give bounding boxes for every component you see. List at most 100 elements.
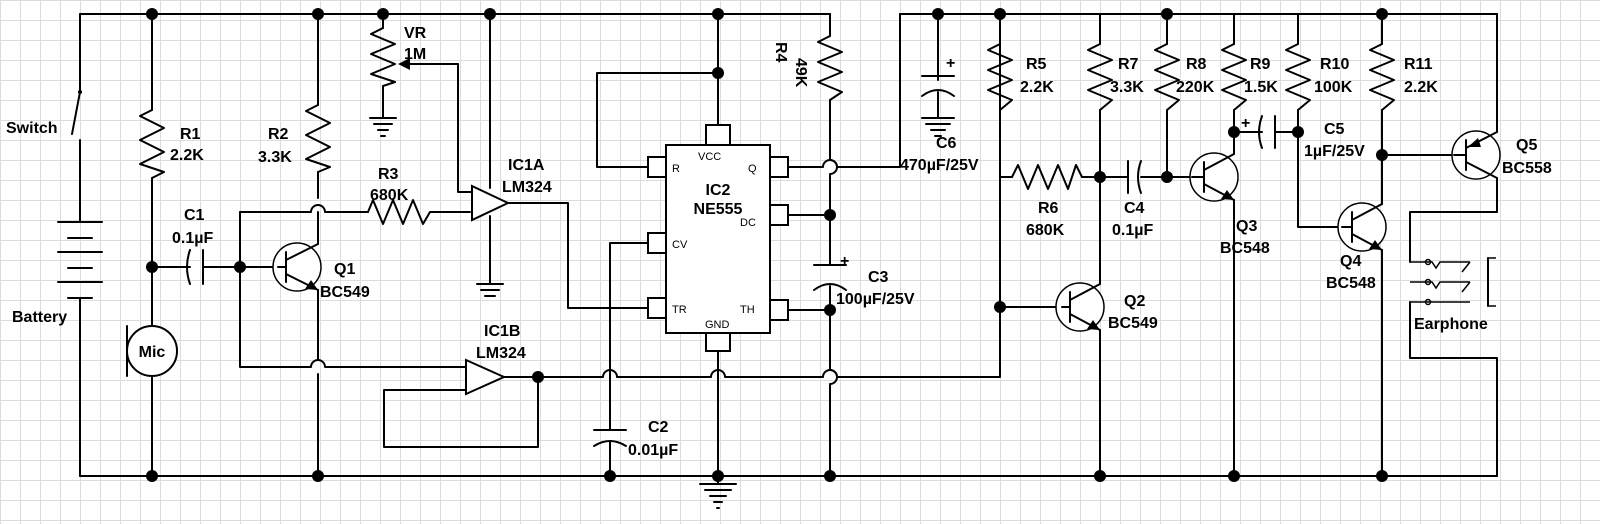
c4-capacitor bbox=[1127, 160, 1142, 194]
c3-capacitor bbox=[813, 264, 847, 291]
r2-label: R2 bbox=[268, 126, 289, 143]
q4-transistor bbox=[1337, 202, 1387, 252]
r3-label: R3 bbox=[378, 166, 399, 183]
q3-label: Q3 bbox=[1236, 218, 1257, 235]
c5-value: 1µF/25V bbox=[1304, 143, 1365, 160]
r9-resistor bbox=[1221, 43, 1247, 111]
q3-value: BC548 bbox=[1220, 240, 1270, 257]
r9-value: 1.5K bbox=[1244, 79, 1278, 96]
r8-resistor bbox=[1154, 43, 1180, 111]
ic1a-label: IC1A bbox=[508, 157, 545, 174]
q4-value: BC548 bbox=[1326, 275, 1376, 292]
r1-label: R1 bbox=[180, 126, 201, 143]
c4-value: 0.1µF bbox=[1112, 222, 1153, 239]
q1-value: BC549 bbox=[320, 284, 370, 301]
c6-plus: + bbox=[946, 55, 955, 72]
ic2-value: NE555 bbox=[694, 201, 743, 218]
q5-label: Q5 bbox=[1516, 137, 1537, 154]
r5-value: 2.2K bbox=[1020, 79, 1054, 96]
vr-ground-icon bbox=[369, 117, 397, 137]
r4-value: 49K bbox=[792, 58, 809, 88]
r6-value: 680K bbox=[1026, 222, 1065, 239]
switch-label: Switch bbox=[6, 120, 58, 137]
ic2-pin-th: TH bbox=[740, 304, 755, 316]
c5-plus: + bbox=[1241, 115, 1250, 132]
c6-capacitor bbox=[921, 75, 955, 97]
q2-value: BC549 bbox=[1108, 315, 1158, 332]
r1-value: 2.2K bbox=[170, 147, 204, 164]
c5-label: C5 bbox=[1324, 121, 1345, 138]
q2-label: Q2 bbox=[1124, 293, 1145, 310]
r8-label: R8 bbox=[1186, 56, 1207, 73]
c3-label: C3 bbox=[868, 269, 889, 286]
ic2-ground-icon bbox=[699, 483, 737, 509]
ic2-timer bbox=[647, 124, 789, 352]
r11-resistor bbox=[1369, 43, 1395, 111]
ic2-pin-gnd: GND bbox=[705, 319, 730, 331]
q1-label: Q1 bbox=[334, 261, 355, 278]
r3-resistor bbox=[367, 199, 431, 225]
q5-transistor bbox=[1451, 130, 1501, 180]
r4-resistor bbox=[817, 35, 843, 101]
r5-label: R5 bbox=[1026, 56, 1047, 73]
ic1a-opamp bbox=[471, 184, 511, 222]
ic1a-value: LM324 bbox=[502, 179, 552, 196]
c6-value: 470µF/25V bbox=[900, 157, 979, 174]
ic2-pin-r: R bbox=[672, 163, 680, 175]
r10-label: R10 bbox=[1320, 56, 1349, 73]
r7-value: 3.3K bbox=[1110, 79, 1144, 96]
ic1b-opamp bbox=[465, 358, 507, 396]
q5-value: BC558 bbox=[1502, 160, 1552, 177]
r7-resistor bbox=[1087, 43, 1113, 111]
c1-value: 0.1µF bbox=[172, 230, 213, 247]
r3-value: 680K bbox=[370, 187, 409, 204]
junction-dots bbox=[146, 8, 1388, 482]
r4-label: R4 bbox=[772, 42, 789, 63]
c1-label: C1 bbox=[184, 207, 205, 224]
c4-label: C4 bbox=[1124, 200, 1145, 217]
switch-symbol bbox=[71, 90, 82, 135]
c2-value: 0.01µF bbox=[628, 442, 678, 459]
c2-capacitor bbox=[593, 429, 627, 447]
ic1a-ground-icon bbox=[476, 283, 504, 297]
c6-ground-icon bbox=[921, 117, 955, 137]
earphone-label: Earphone bbox=[1414, 316, 1488, 333]
c1-capacitor bbox=[186, 249, 204, 285]
ic2-pin-tr: TR bbox=[672, 304, 687, 316]
ic1b-value: LM324 bbox=[476, 345, 526, 362]
ic2-pin-cv: CV bbox=[672, 239, 688, 251]
c6-label: C6 bbox=[936, 135, 957, 152]
q4-label: Q4 bbox=[1340, 253, 1361, 270]
q3-transistor bbox=[1189, 152, 1239, 202]
vr-value: 1M bbox=[404, 46, 426, 63]
r11-label: R11 bbox=[1404, 56, 1433, 73]
mic-label: Mic bbox=[139, 344, 166, 361]
c3-value: 100µF/25V bbox=[836, 291, 915, 308]
r9-label: R9 bbox=[1250, 56, 1271, 73]
r5-resistor bbox=[987, 43, 1013, 111]
c3-plus: + bbox=[840, 253, 849, 270]
battery-symbol bbox=[57, 221, 103, 299]
r8-value: 220K bbox=[1176, 79, 1215, 96]
r2-resistor bbox=[305, 104, 331, 173]
r11-value: 2.2K bbox=[1404, 79, 1438, 96]
vr-potentiometer bbox=[370, 27, 459, 87]
battery-label: Battery bbox=[12, 309, 67, 326]
mic-symbol bbox=[126, 325, 178, 377]
r6-label: R6 bbox=[1038, 200, 1059, 217]
ic2-label: IC2 bbox=[706, 182, 731, 199]
vr-label: VR bbox=[404, 25, 427, 42]
r7-label: R7 bbox=[1118, 56, 1139, 73]
ic1b-label: IC1B bbox=[484, 323, 520, 340]
earphone-jack bbox=[1410, 257, 1496, 307]
q1-transistor bbox=[272, 242, 322, 292]
c2-label: C2 bbox=[648, 419, 669, 436]
r10-value: 100K bbox=[1314, 79, 1353, 96]
ic2-pin-vcc: VCC bbox=[698, 151, 721, 163]
r6-resistor bbox=[1011, 164, 1083, 190]
c5-capacitor bbox=[1258, 115, 1276, 149]
r1-resistor bbox=[139, 109, 165, 179]
ic2-pin-dc: DC bbox=[740, 217, 756, 229]
r10-resistor bbox=[1285, 43, 1311, 111]
ic2-pin-q: Q bbox=[748, 163, 757, 175]
